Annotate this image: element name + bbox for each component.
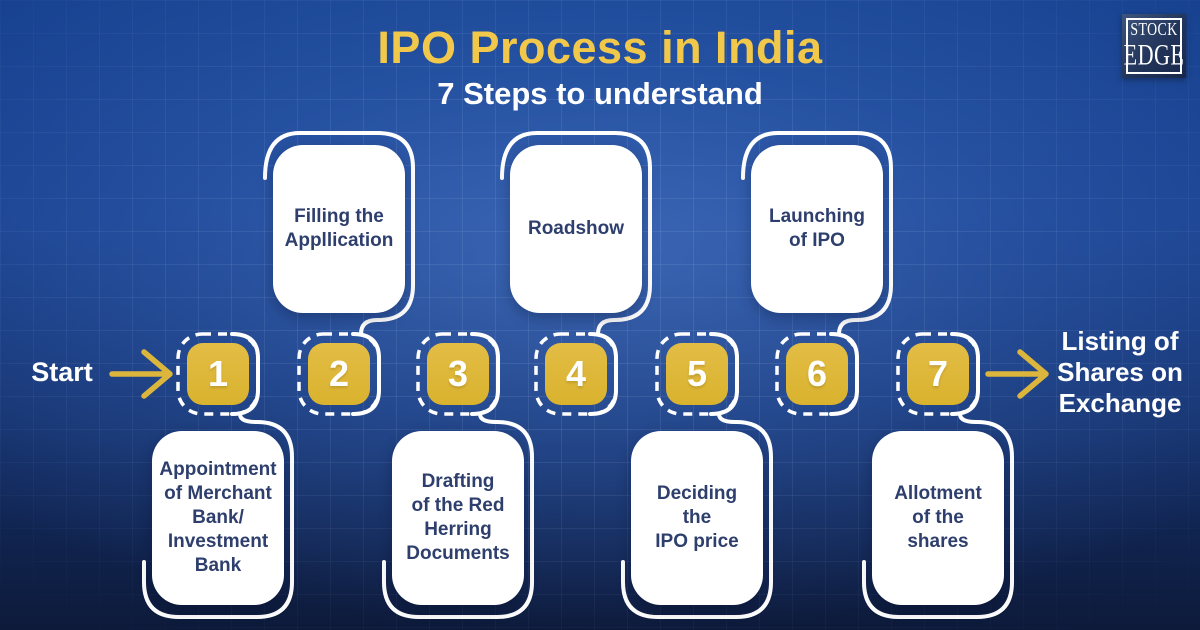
ring-solid-wrap <box>351 332 381 416</box>
logo-text-stock: STOCK <box>1130 20 1178 40</box>
step-number: 5 <box>686 353 708 394</box>
stockedge-logo: STOCK EDGE <box>1122 14 1186 78</box>
step-badge-5: 5 <box>666 343 728 405</box>
step-number: 7 <box>927 353 949 394</box>
ring-solid-wrap <box>709 332 739 416</box>
step-card-label: Deciding the IPO price <box>655 483 739 552</box>
step-badge-2: 2 <box>308 343 370 405</box>
step-card-1: Appointment of Merchant Bank/ Investment… <box>152 431 284 605</box>
ring-solid-wrap <box>588 332 618 416</box>
connector-path <box>263 131 415 336</box>
connector-path <box>142 412 294 619</box>
step-badge-6: 6 <box>786 343 848 405</box>
ring-solid-wrap <box>829 332 859 416</box>
step-card-label: Allotment of the shares <box>894 483 982 552</box>
step-badge-1: 1 <box>187 343 249 405</box>
connector-path <box>741 131 893 336</box>
card-outlines-and-connectors <box>142 131 1014 619</box>
ring-solid-wrap <box>230 332 260 416</box>
step-card-2: Filling the Appllication <box>273 145 405 313</box>
ring-solid-wrap <box>950 332 980 416</box>
step-badge-4: 4 <box>545 343 607 405</box>
logo-frame <box>1126 18 1182 74</box>
step-card-5: Deciding the IPO price <box>631 431 763 605</box>
step-number: 4 <box>565 353 587 394</box>
step-card-label: Filling the Appllication <box>284 206 394 251</box>
step-card-7: Allotment of the shares <box>872 431 1004 605</box>
step-card-label: Launching of IPO <box>768 206 866 251</box>
step-number: 2 <box>328 353 350 394</box>
step-card-6: Launching of IPO <box>751 145 883 313</box>
connector-path <box>621 412 773 619</box>
step-badge-3: 3 <box>427 343 489 405</box>
step-number: 3 <box>447 353 469 394</box>
step-card-label: Drafting of the Red Herring Documents <box>406 471 510 564</box>
page-subtitle: 7 Steps to understand <box>437 76 763 111</box>
connector-path <box>382 412 534 619</box>
logo-text-edge: EDGE <box>1123 39 1185 72</box>
step-badge-7: 7 <box>907 343 969 405</box>
connector-path <box>500 131 652 336</box>
logo-text: STOCK EDGE <box>1123 20 1185 72</box>
step-number: 1 <box>207 353 229 394</box>
step-card-4: Roadshow <box>510 145 642 313</box>
end-arrow-icon <box>985 349 1049 399</box>
step-card-label: Appointment of Merchant Bank/ Investment… <box>159 459 277 576</box>
ring-solid-wrap <box>470 332 500 416</box>
start-label: Start <box>31 357 93 387</box>
step-card-label: Roadshow <box>527 218 625 240</box>
page-title: IPO Process in India <box>377 22 823 73</box>
connector-path <box>862 412 1014 619</box>
start-arrow-icon <box>109 349 173 399</box>
end-label: Listing of Shares on Exchange <box>1057 326 1183 418</box>
step-number: 6 <box>806 353 828 394</box>
step-card-3: Drafting of the Red Herring Documents <box>392 431 524 605</box>
